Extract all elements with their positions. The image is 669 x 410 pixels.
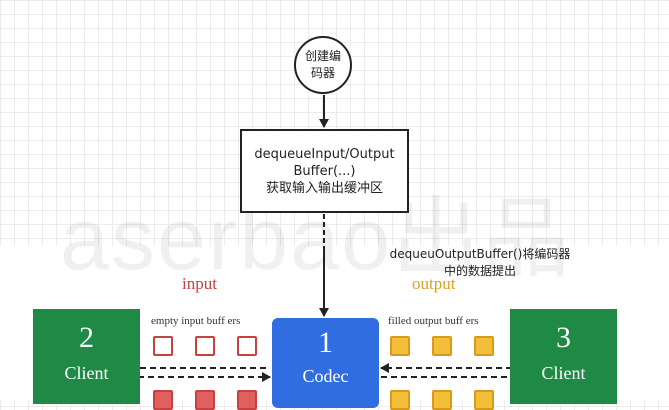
client-right-number: 3 [556, 321, 571, 354]
output-label: output [412, 274, 456, 293]
filled-output-buffer-cell [432, 390, 452, 410]
empty-input-buffer-cell [237, 336, 257, 356]
input-label: input [182, 274, 217, 293]
client-left-name: Client [64, 363, 109, 383]
filled-output-buffer-cell [474, 336, 494, 356]
output-buffers-caption: filled output buff ers [388, 315, 479, 327]
filled-output-buffer-cell [390, 390, 410, 410]
connectors [127, 95, 525, 382]
filled-input-buffer-cell [153, 390, 173, 410]
step-line-1: dequeueInput/Output [254, 146, 395, 162]
input-buffers-caption: empty input buff ers [151, 315, 241, 327]
dequeue-buffer-step: dequeueInput/Output Buffer(...) 获取输入输出缓冲… [240, 129, 409, 213]
create-encoder-node: 创建编码器 [294, 36, 352, 94]
filled-output-buffer-cell [390, 336, 410, 356]
step-line-3: 获取输入输出缓冲区 [265, 180, 383, 196]
client-right-name: Client [541, 363, 586, 383]
codec-block: 1 Codec [272, 318, 379, 408]
note-line-2: 中的数据提出 [443, 264, 516, 278]
empty-input-buffer-cell [195, 336, 215, 356]
output-client-block: 3 Client [510, 309, 617, 404]
filled-output-buffer-cell [474, 390, 494, 410]
filled-output-buffer-cell [432, 336, 452, 356]
codec-number: 1 [318, 326, 333, 359]
step-line-2: Buffer(...) [293, 163, 356, 179]
empty-input-buffer-cell [153, 336, 173, 356]
input-client-block: 2 Client [33, 309, 140, 404]
output-buffer-note: dequeuOutputBuffer()将编码器 中的数据提出 [370, 246, 590, 280]
client-left-number: 2 [79, 321, 94, 354]
filled-input-buffer-cell [195, 390, 215, 410]
note-line-1: dequeuOutputBuffer()将编码器 [389, 247, 571, 261]
codec-name: Codec [302, 366, 349, 386]
filled-input-buffer-cell [237, 390, 257, 410]
